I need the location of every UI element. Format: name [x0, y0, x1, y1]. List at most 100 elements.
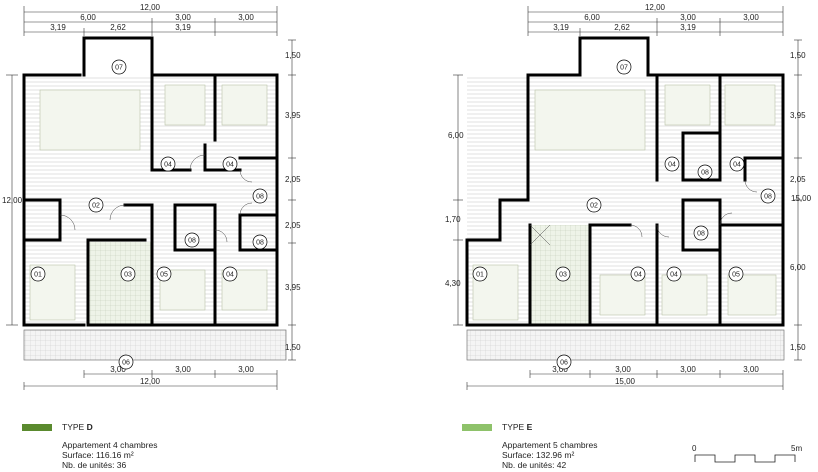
plan-d-dim-3a: 3,00: [175, 13, 191, 22]
plan-e-room-labels: 07 04 08 04 08 02 08 01 03 04 04 05 06: [472, 59, 776, 370]
svg-text:04: 04: [733, 162, 741, 169]
room-label: 08: [252, 188, 268, 204]
room-label: 03: [120, 266, 136, 282]
svg-text:08: 08: [188, 238, 196, 245]
plan-e-dim-r4: 15,00: [791, 194, 812, 203]
plan-e-furniture: [472, 84, 777, 321]
plan-d-right-dimensions: [288, 39, 296, 361]
svg-text:04: 04: [670, 272, 678, 279]
room-label: 06: [556, 354, 572, 370]
plan-d-kitchen-floor: [88, 242, 152, 324]
plan-d-dim-r5: 3,95: [285, 283, 301, 292]
svg-text:02: 02: [92, 203, 100, 210]
svg-text:04: 04: [226, 272, 234, 279]
plan-d-dim-total-top: 12,00: [140, 3, 161, 12]
type-e-surface: Surface: 132.96 m²: [502, 450, 575, 460]
plan-d-bottom-dimensions: [23, 370, 278, 390]
room-label: 04: [666, 266, 682, 282]
room-label: 02: [88, 197, 104, 213]
room-label: 02: [586, 197, 602, 213]
svg-text:04: 04: [634, 272, 642, 279]
room-label: 08: [760, 188, 776, 204]
plan-e-right-dimensions: [794, 39, 802, 361]
svg-text:06: 06: [560, 360, 568, 367]
plan-e-dim-b3: 3,00: [680, 365, 696, 374]
room-label: 08: [697, 164, 713, 180]
svg-text:04: 04: [668, 162, 676, 169]
plan-d-room-labels: 07 04 04 02 08 08 08 01 03 05 04 06: [30, 59, 268, 370]
room-label: 01: [30, 266, 46, 282]
plan-d-dim-262: 2,62: [110, 23, 126, 32]
type-e-details: Appartement 5 chambres Surface: 132.96 m…: [502, 440, 597, 470]
plan-e-dim-r3: 2,05: [790, 175, 806, 184]
plan-e-top-dimensions: [527, 6, 784, 36]
room-label: 08: [252, 234, 268, 250]
plan-d-balcony: [23, 329, 287, 361]
svg-text:05: 05: [732, 272, 740, 279]
plan-d-dim-r2: 3,95: [285, 111, 301, 120]
room-label: 05: [156, 266, 172, 282]
svg-text:03: 03: [559, 272, 567, 279]
svg-text:06: 06: [122, 360, 130, 367]
room-label: 08: [693, 225, 709, 241]
plan-d-dim-319a: 3,19: [50, 23, 66, 32]
plan-d-dim-b3: 3,00: [238, 365, 254, 374]
room-label: 04: [160, 156, 176, 172]
plan-e-dim-b2: 3,00: [615, 365, 631, 374]
plan-d-dim-r6: 1,50: [285, 343, 301, 352]
plan-e-dim-319b: 3,19: [680, 23, 696, 32]
plan-e-dim-l1: 6,00: [448, 131, 464, 140]
type-d-label: TYPE D: [62, 422, 93, 432]
type-d-surface: Surface: 116.16 m²: [62, 450, 134, 460]
plan-e-dim-b1: 3,00: [552, 365, 568, 374]
plan-e-dim-btotal: 15,00: [615, 377, 636, 386]
plan-d-dim-r4: 2,05: [285, 221, 301, 230]
room-label: 05: [728, 266, 744, 282]
type-d-units: Nb. de unités: 36: [62, 460, 127, 470]
svg-text:08: 08: [764, 194, 772, 201]
plan-e-dim-319a: 3,19: [553, 23, 569, 32]
plan-d-furniture: [29, 84, 268, 321]
plan-e-dim-r1: 1,50: [790, 51, 806, 60]
plan-e-dim-3b: 3,00: [743, 13, 759, 22]
plan-d-dim-b2: 3,00: [175, 365, 191, 374]
plan-e-dim-6: 6,00: [584, 13, 600, 22]
svg-text:08: 08: [256, 240, 264, 247]
plan-e-bottom-dimensions: [466, 370, 784, 390]
svg-text:01: 01: [476, 272, 484, 279]
plan-e-dim-l2: 1,70: [445, 215, 461, 224]
plan-d-left-dimension: [6, 74, 18, 326]
plan-d-dim-3b: 3,00: [238, 13, 254, 22]
plan-e-dim-r2: 3,95: [790, 111, 806, 120]
svg-text:08: 08: [701, 170, 709, 177]
plan-e-walls: [465, 36, 785, 327]
plan-type-d: [22, 36, 287, 361]
plan-e-dim-r6: 1,50: [790, 343, 806, 352]
room-label: 07: [111, 59, 127, 75]
plan-d-dim-6: 6,00: [80, 13, 96, 22]
svg-text:07: 07: [620, 65, 628, 72]
plan-type-e: [465, 36, 785, 361]
plan-d-dim-b1: 3,00: [110, 365, 126, 374]
room-label: 01: [472, 266, 488, 282]
room-label: 08: [184, 232, 200, 248]
svg-text:08: 08: [697, 231, 705, 238]
room-label: 07: [616, 59, 632, 75]
svg-text:07: 07: [115, 65, 123, 72]
plan-d-top-dimensions: [23, 6, 278, 36]
plan-d-dim-btotal: 12,00: [140, 377, 161, 386]
room-label: 04: [664, 156, 680, 172]
plan-d-dim-left: 12,00: [2, 196, 23, 205]
room-label: 04: [729, 156, 745, 172]
plan-e-left-dimensions: [453, 74, 463, 326]
scale-start-label: 0: [692, 444, 697, 453]
plan-e-dim-3a: 3,00: [680, 13, 696, 22]
plan-e-dim-262: 2,62: [614, 23, 630, 32]
svg-text:04: 04: [164, 162, 172, 169]
svg-text:03: 03: [124, 272, 132, 279]
plan-e-dim-r5: 6,00: [790, 263, 806, 272]
room-label: 03: [555, 266, 571, 282]
room-label: 06: [118, 354, 134, 370]
plan-d-dim-319b: 3,19: [175, 23, 191, 32]
